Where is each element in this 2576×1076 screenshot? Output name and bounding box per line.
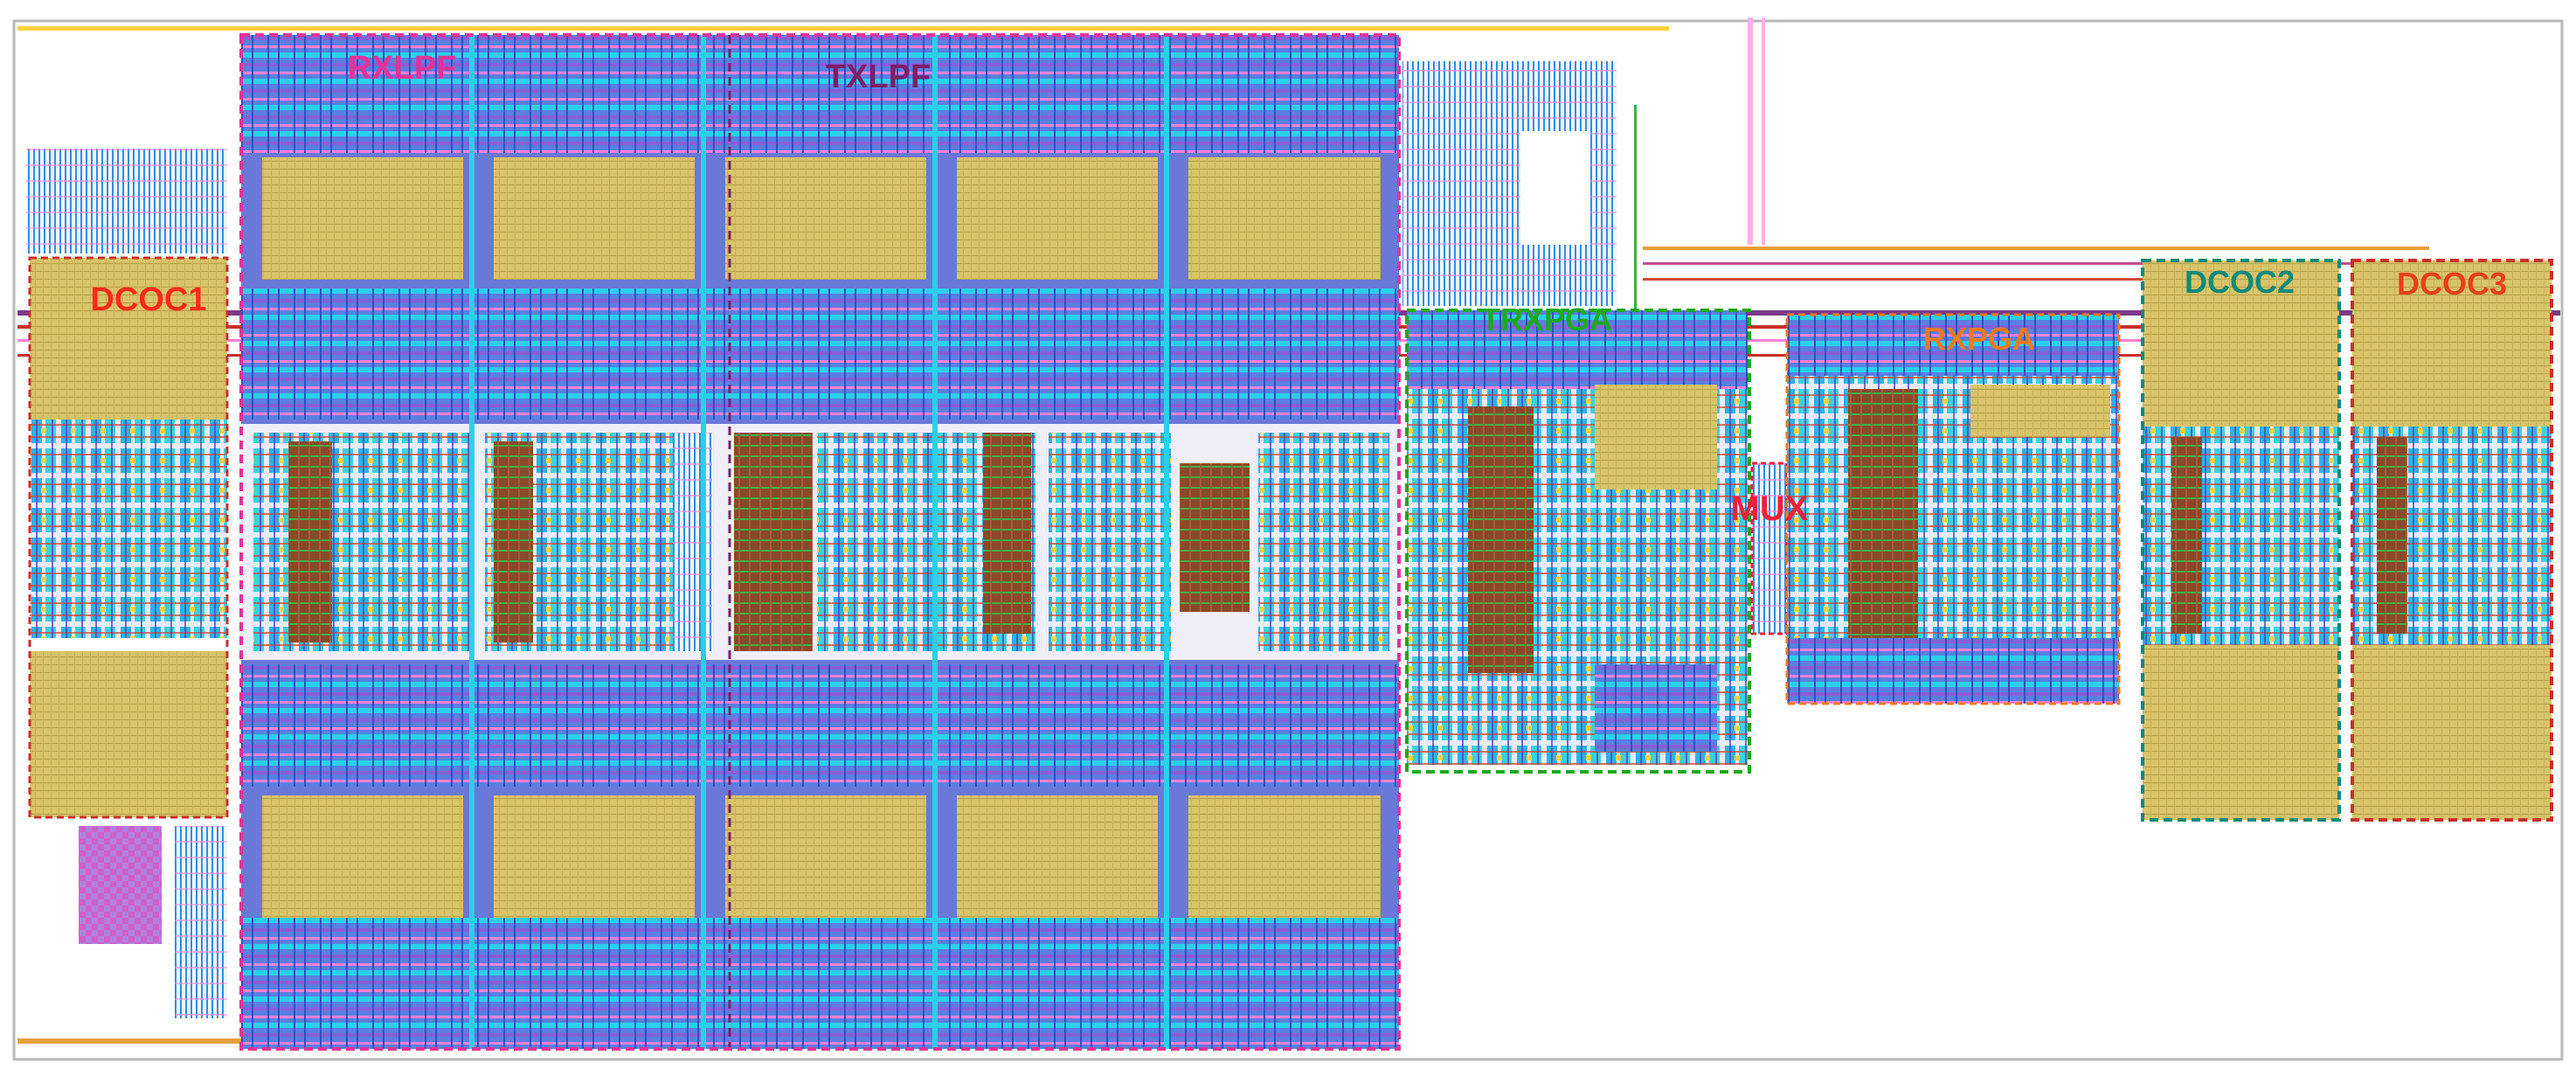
dcoc2-block	[2141, 259, 2341, 822]
dcoc1-outline	[28, 256, 229, 819]
dcoc3-outline	[2351, 259, 2553, 822]
label-dcoc1: DCOC1	[90, 281, 206, 318]
trxpga-outline	[1405, 309, 1751, 774]
lpf-block	[239, 33, 1401, 1051]
dcoc3-block	[2351, 259, 2553, 822]
dcoc2-outline	[2141, 259, 2341, 822]
rxpga-block	[1785, 313, 2121, 705]
mux-outline	[1750, 462, 1789, 635]
rxpga-outline	[1785, 313, 2121, 705]
upper-wiring	[1402, 61, 1617, 306]
label-trxpga: TRXPGA	[1481, 302, 1612, 337]
label-mux: MUX	[1731, 489, 1809, 528]
label-rxpga: RXPGA	[1923, 321, 2035, 357]
label-dcoc3: DCOC3	[2397, 266, 2507, 302]
label-txlpf: TXLPF	[826, 59, 931, 95]
trxpga-block	[1405, 309, 1751, 774]
dcoc1-block	[26, 149, 229, 1018]
lpf-outline	[239, 33, 1401, 1051]
label-dcoc2: DCOC2	[2185, 264, 2295, 300]
mux-block	[1750, 462, 1789, 635]
label-rxlpf: RXLPF	[348, 50, 457, 87]
